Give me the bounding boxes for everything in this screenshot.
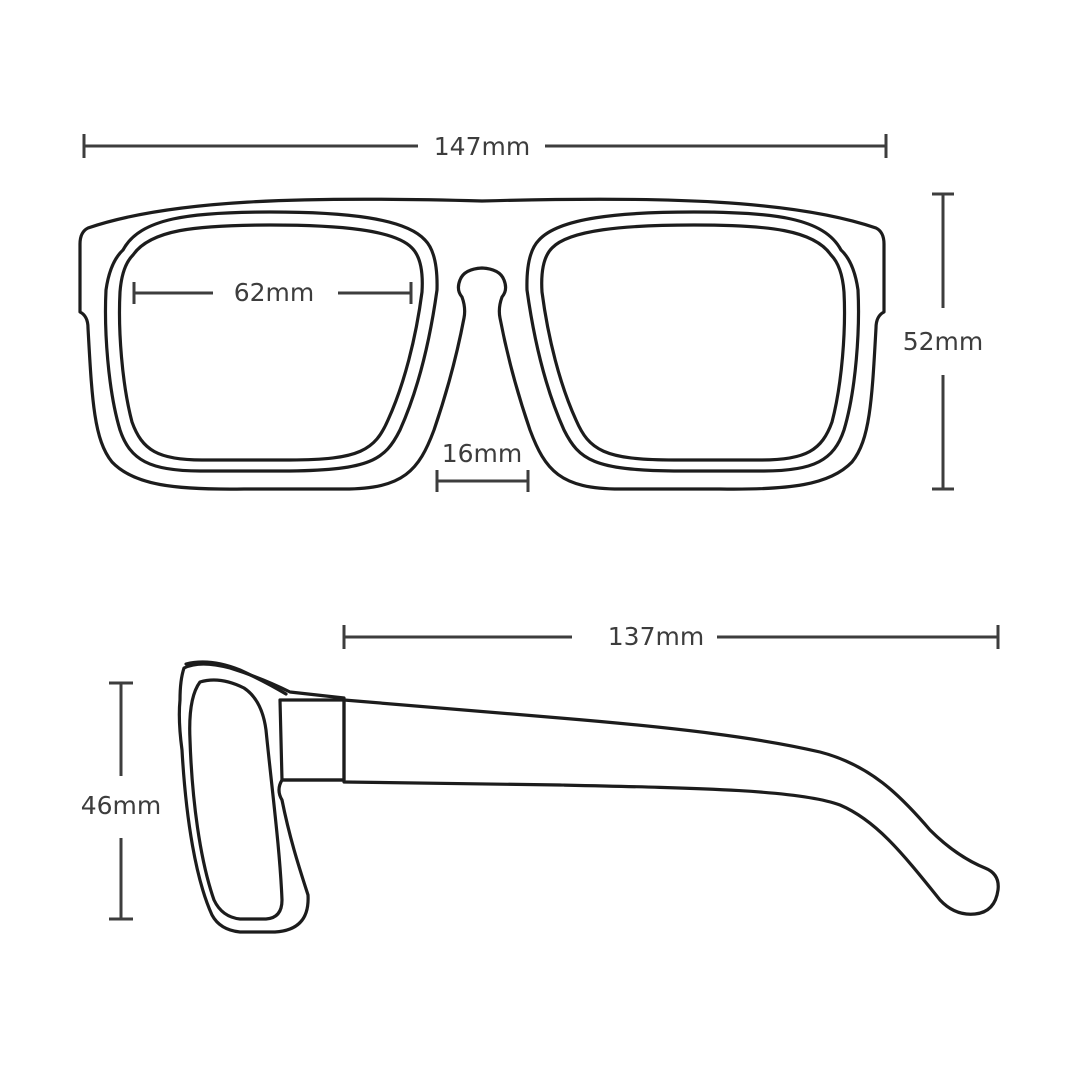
front-view-frame xyxy=(78,197,886,491)
side-lens-outline xyxy=(188,678,284,921)
bridge-width-dimension: 16mm xyxy=(435,439,530,492)
frame-height-dimension: 46mm xyxy=(81,681,162,921)
right-lens-inner-outline xyxy=(540,223,847,462)
side-view-frame xyxy=(177,660,1000,934)
left-lens-outline xyxy=(103,210,439,473)
lens-width-dimension: 62mm xyxy=(132,278,413,307)
lens-width-label: 62mm xyxy=(234,278,315,307)
bridge-width-label: 16mm xyxy=(442,439,523,468)
frame-height-label: 46mm xyxy=(81,791,162,820)
side-frame-front-outline xyxy=(177,662,346,934)
front-total-width-label: 147mm xyxy=(434,132,530,161)
side-frame-top-edge xyxy=(184,660,288,696)
front-total-width-dimension: 147mm xyxy=(82,132,888,161)
temple-length-label: 137mm xyxy=(608,622,704,651)
temple-arm-outline xyxy=(342,698,1000,916)
right-lens-outline xyxy=(525,210,861,473)
temple-length-dimension: 137mm xyxy=(342,622,1000,651)
lens-height-label: 52mm xyxy=(903,327,984,356)
front-frame-outer-outline xyxy=(78,197,886,491)
left-lens-inner-outline xyxy=(117,223,424,462)
side-hinge-block xyxy=(278,698,346,782)
lens-height-dimension: 52mm xyxy=(903,192,984,491)
